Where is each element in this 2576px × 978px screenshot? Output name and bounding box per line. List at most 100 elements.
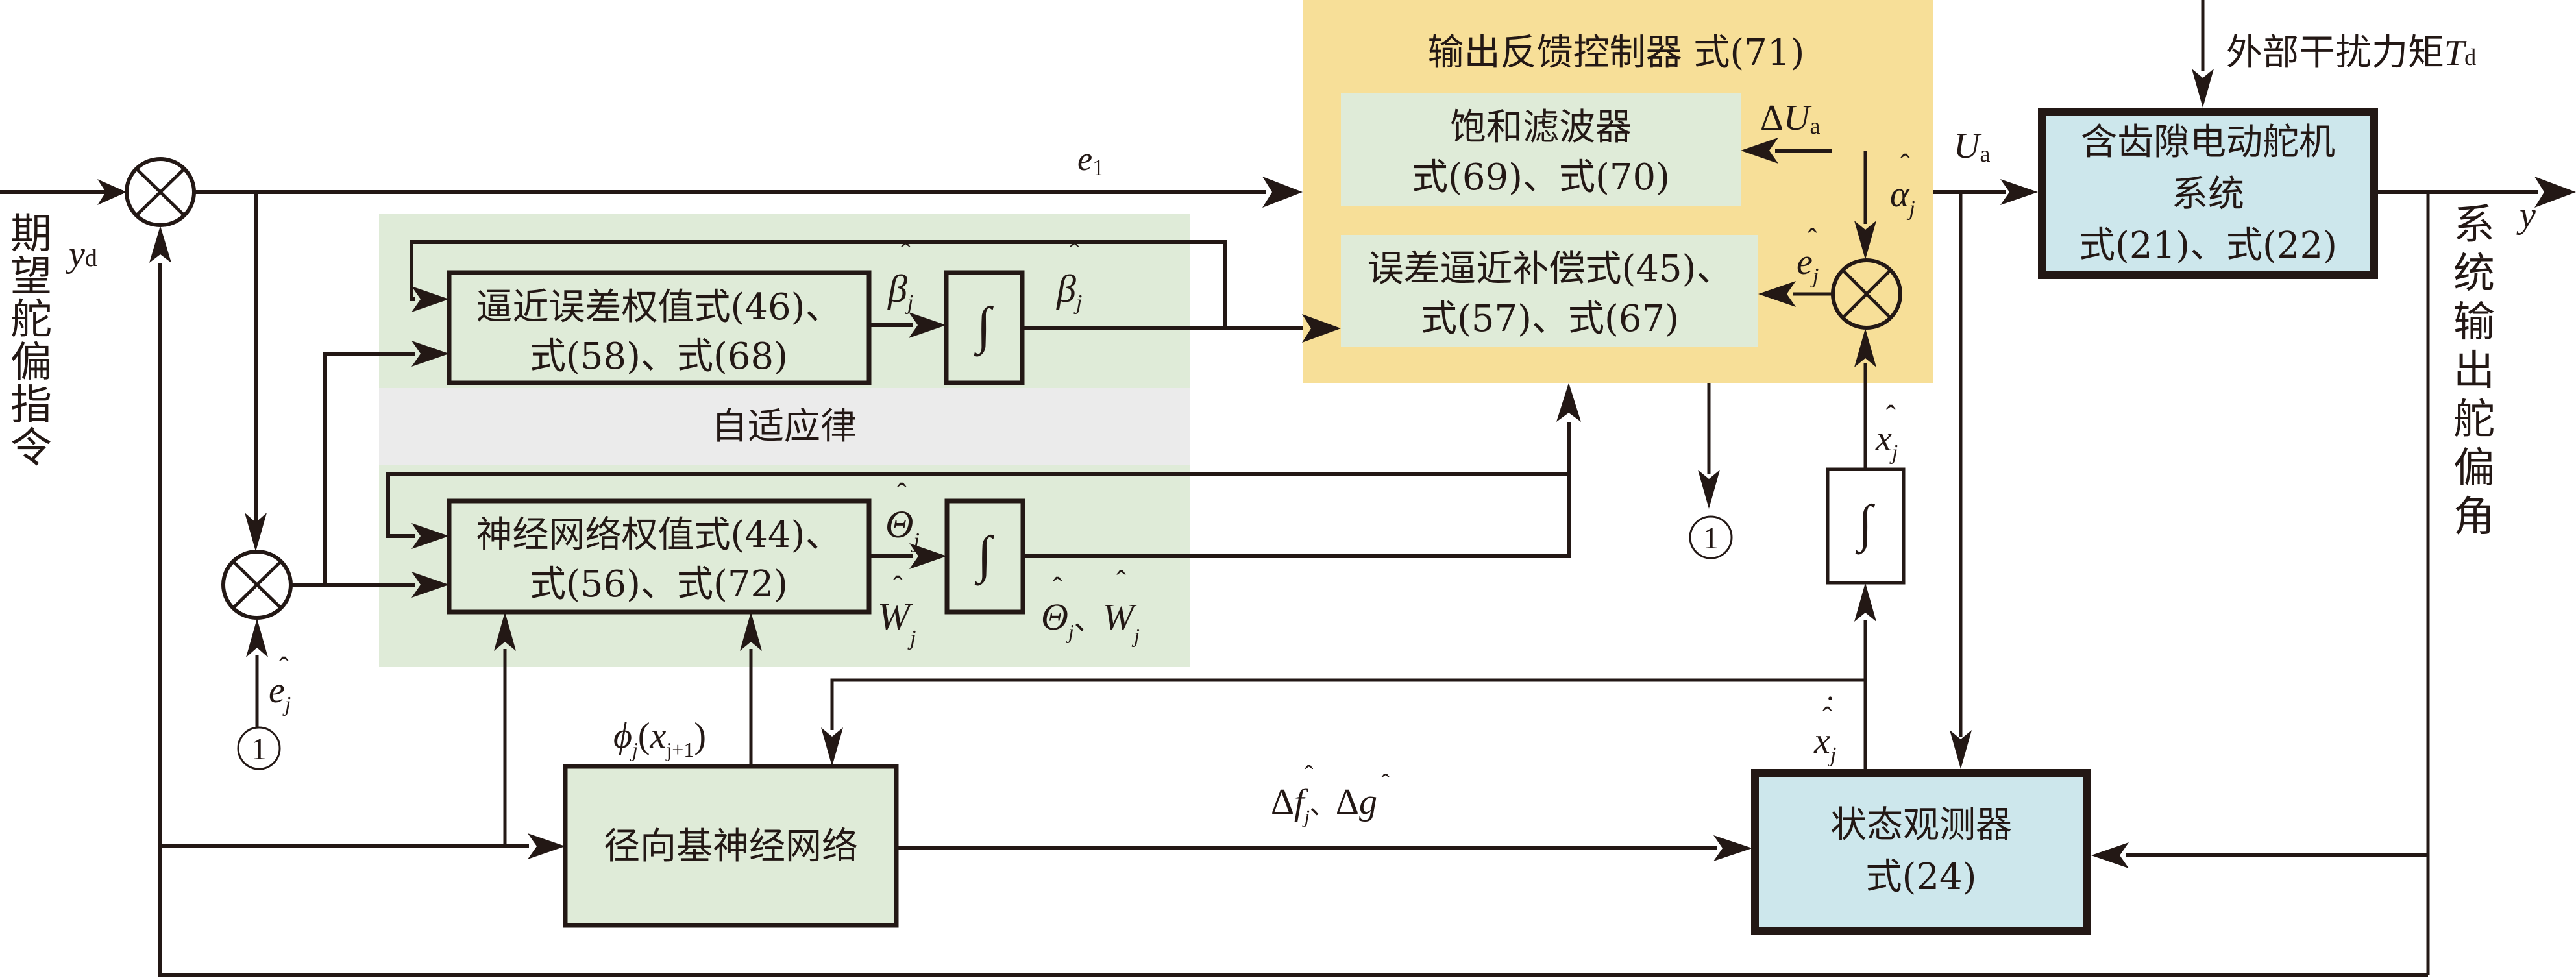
plant-line2: 系统: [2172, 173, 2244, 215]
arrow-ej-into-error-comp: [1758, 281, 1796, 307]
svg-text:ej: ej: [269, 670, 291, 716]
input-description-char: 偏: [10, 339, 52, 387]
x-hat-dot-label: · ˆ xj: [1813, 681, 1836, 767]
beta-hat-in-label: ˆ βj: [887, 238, 913, 315]
output-description-char: 输: [2453, 299, 2495, 347]
integrator-theta-symbol: ∫: [974, 526, 995, 586]
svg-text:xj: xj: [1813, 721, 1836, 767]
theta-w-out-label: ˆ ˆ Θj、Wj: [1041, 565, 1140, 647]
approx-error-weight-line2: 式(58)、式(68): [530, 336, 788, 378]
connector-1-right: 1: [1689, 515, 1733, 559]
svg-text:xj: xj: [1875, 419, 1898, 465]
error-compensation-line2: 式(57)、式(67): [1421, 298, 1679, 340]
x-hat-label: ˆ xj: [1875, 400, 1898, 465]
arrow-alpha-into-sum: [1854, 221, 1876, 260]
arrow-into-error-sum-bottom: [246, 618, 268, 657]
delta-f-g-label: ˆ ˆ Δfj、Δg: [1271, 760, 1390, 827]
svg-text:Wj: Wj: [877, 595, 916, 650]
theta-w-out-line: [1023, 422, 1571, 558]
alpha-hat-label: ˆ αj: [1890, 149, 1915, 221]
nn-weight-line1: 神经网络权值式(44)、: [476, 514, 842, 556]
svg-text:Δfj、Δg: Δfj、Δg: [1271, 782, 1377, 827]
plant-block[interactable]: [2038, 108, 2378, 279]
state-observer-block[interactable]: [1751, 769, 2091, 935]
svg-text:αj: αj: [1890, 175, 1915, 221]
svg-text:ˆ: ˆ: [897, 478, 907, 509]
plant-line1: 含齿隙电动舵机: [2081, 121, 2335, 164]
svg-text:ˆ: ˆ: [1822, 702, 1832, 733]
arrow-to-connector-1: [1698, 470, 1720, 509]
observer-line2: 式(24): [1866, 856, 1977, 898]
svg-text:βj: βj: [1056, 267, 1082, 315]
delta-ua-label: ΔUa: [1760, 98, 1820, 139]
output-description-char: 偏: [2453, 445, 2495, 493]
connector-1-right-label: 1: [1703, 521, 1719, 556]
nn-weight-line2: 式(56)、式(72): [530, 563, 788, 605]
svg-text:·: ·: [1825, 681, 1835, 716]
arrow-beta-into-error-comp: [1302, 314, 1341, 343]
beta-hat-out-label: ˆ βj: [1056, 238, 1082, 315]
theta-hat-in-label: ˆ Θj: [885, 478, 920, 553]
arrow-into-main-sum: [97, 179, 127, 205]
error-compensation-line1: 误差逼近补偿式(45)、: [1368, 248, 1733, 290]
y-output-label: y: [2516, 195, 2536, 236]
arrow-output-y: [2534, 177, 2576, 208]
yd-label: yd: [66, 234, 97, 275]
approx-error-weight-line1: 逼近误差权值式(46)、: [476, 286, 842, 328]
input-description-char: 望: [10, 253, 52, 301]
adaptive-law-band-label: 自适应律: [711, 406, 857, 448]
integrator-state-symbol: ∫: [1855, 495, 1876, 555]
ua-label: Ua: [1954, 126, 1990, 167]
approx-error-weight-block[interactable]: [447, 270, 872, 385]
output-description-char: 出: [2453, 347, 2495, 395]
saturation-filter-block[interactable]: [1341, 93, 1741, 206]
rbf-network-block[interactable]: [563, 764, 899, 928]
summing-junction-error: [221, 550, 293, 620]
plant-line3: 式(21)、式(22): [2079, 225, 2337, 267]
arrow-rbf-into-observer: [1713, 835, 1752, 861]
arrow-theta-into-controller: [1556, 383, 1581, 422]
saturation-filter-line2: 式(69)、式(70): [1412, 156, 1670, 199]
arrow-into-nn-box-bottom: [411, 572, 449, 598]
input-description-char: 期: [10, 210, 52, 258]
error-compensation-block[interactable]: [1341, 235, 1758, 347]
ej-hat-left-label: ˆ ej: [269, 652, 291, 716]
output-description-char: 系: [2453, 201, 2495, 249]
svg-text:ˆ: ˆ: [1305, 760, 1314, 789]
svg-text:Θj: Θj: [885, 503, 920, 553]
arrow-delta-ua-into-filter: [1741, 138, 1778, 164]
arrowheads: [97, 69, 2576, 868]
svg-text:ˆ: ˆ: [1116, 565, 1126, 597]
arrow-e1-into-controller: [1262, 177, 1303, 208]
controller-title: 输出反馈控制器 式(71): [1428, 32, 1805, 74]
observer-line1: 状态观测器: [1830, 804, 2012, 846]
saturation-filter-line1: 饱和滤波器: [1450, 106, 1632, 149]
svg-text:ˆ: ˆ: [901, 238, 911, 269]
svg-text:ˆ: ˆ: [1381, 768, 1390, 798]
svg-text:ˆ: ˆ: [1053, 572, 1062, 604]
svg-text:βj: βj: [887, 267, 913, 315]
svg-text:ˆ: ˆ: [1886, 400, 1896, 432]
adaptive-law-band: [379, 388, 1190, 465]
disturbance-label: 外部干扰力矩Td: [2226, 32, 2476, 74]
ej-hat-right-label: ˆ ej: [1797, 223, 1819, 288]
integrator-state-block[interactable]: [1826, 467, 1906, 585]
arrow-into-main-sum-from-below: [149, 226, 171, 263]
svg-text:ˆ: ˆ: [1900, 149, 1910, 180]
arrow-into-beta-integrator: [909, 312, 946, 338]
rbf-label: 径向基神经网络: [604, 825, 858, 868]
integrator-beta-symbol: ∫: [974, 297, 994, 357]
arrow-into-nn-box-top: [411, 523, 449, 549]
summing-junction-main: [125, 157, 196, 227]
svg-text:Θj、Wj: Θj、Wj: [1041, 596, 1140, 647]
e1-label: e1: [1077, 141, 1104, 180]
arrow-into-approx-box-bottom: [411, 341, 449, 367]
input-description-char: 令: [10, 424, 52, 472]
svg-text:ˆ: ˆ: [893, 570, 903, 602]
arrow-into-theta-integrator: [909, 543, 947, 569]
nn-feedback-loop: [386, 472, 1569, 538]
main-feedback-line: [158, 263, 2428, 977]
phi-label: ϕj(xj+1): [613, 716, 706, 761]
